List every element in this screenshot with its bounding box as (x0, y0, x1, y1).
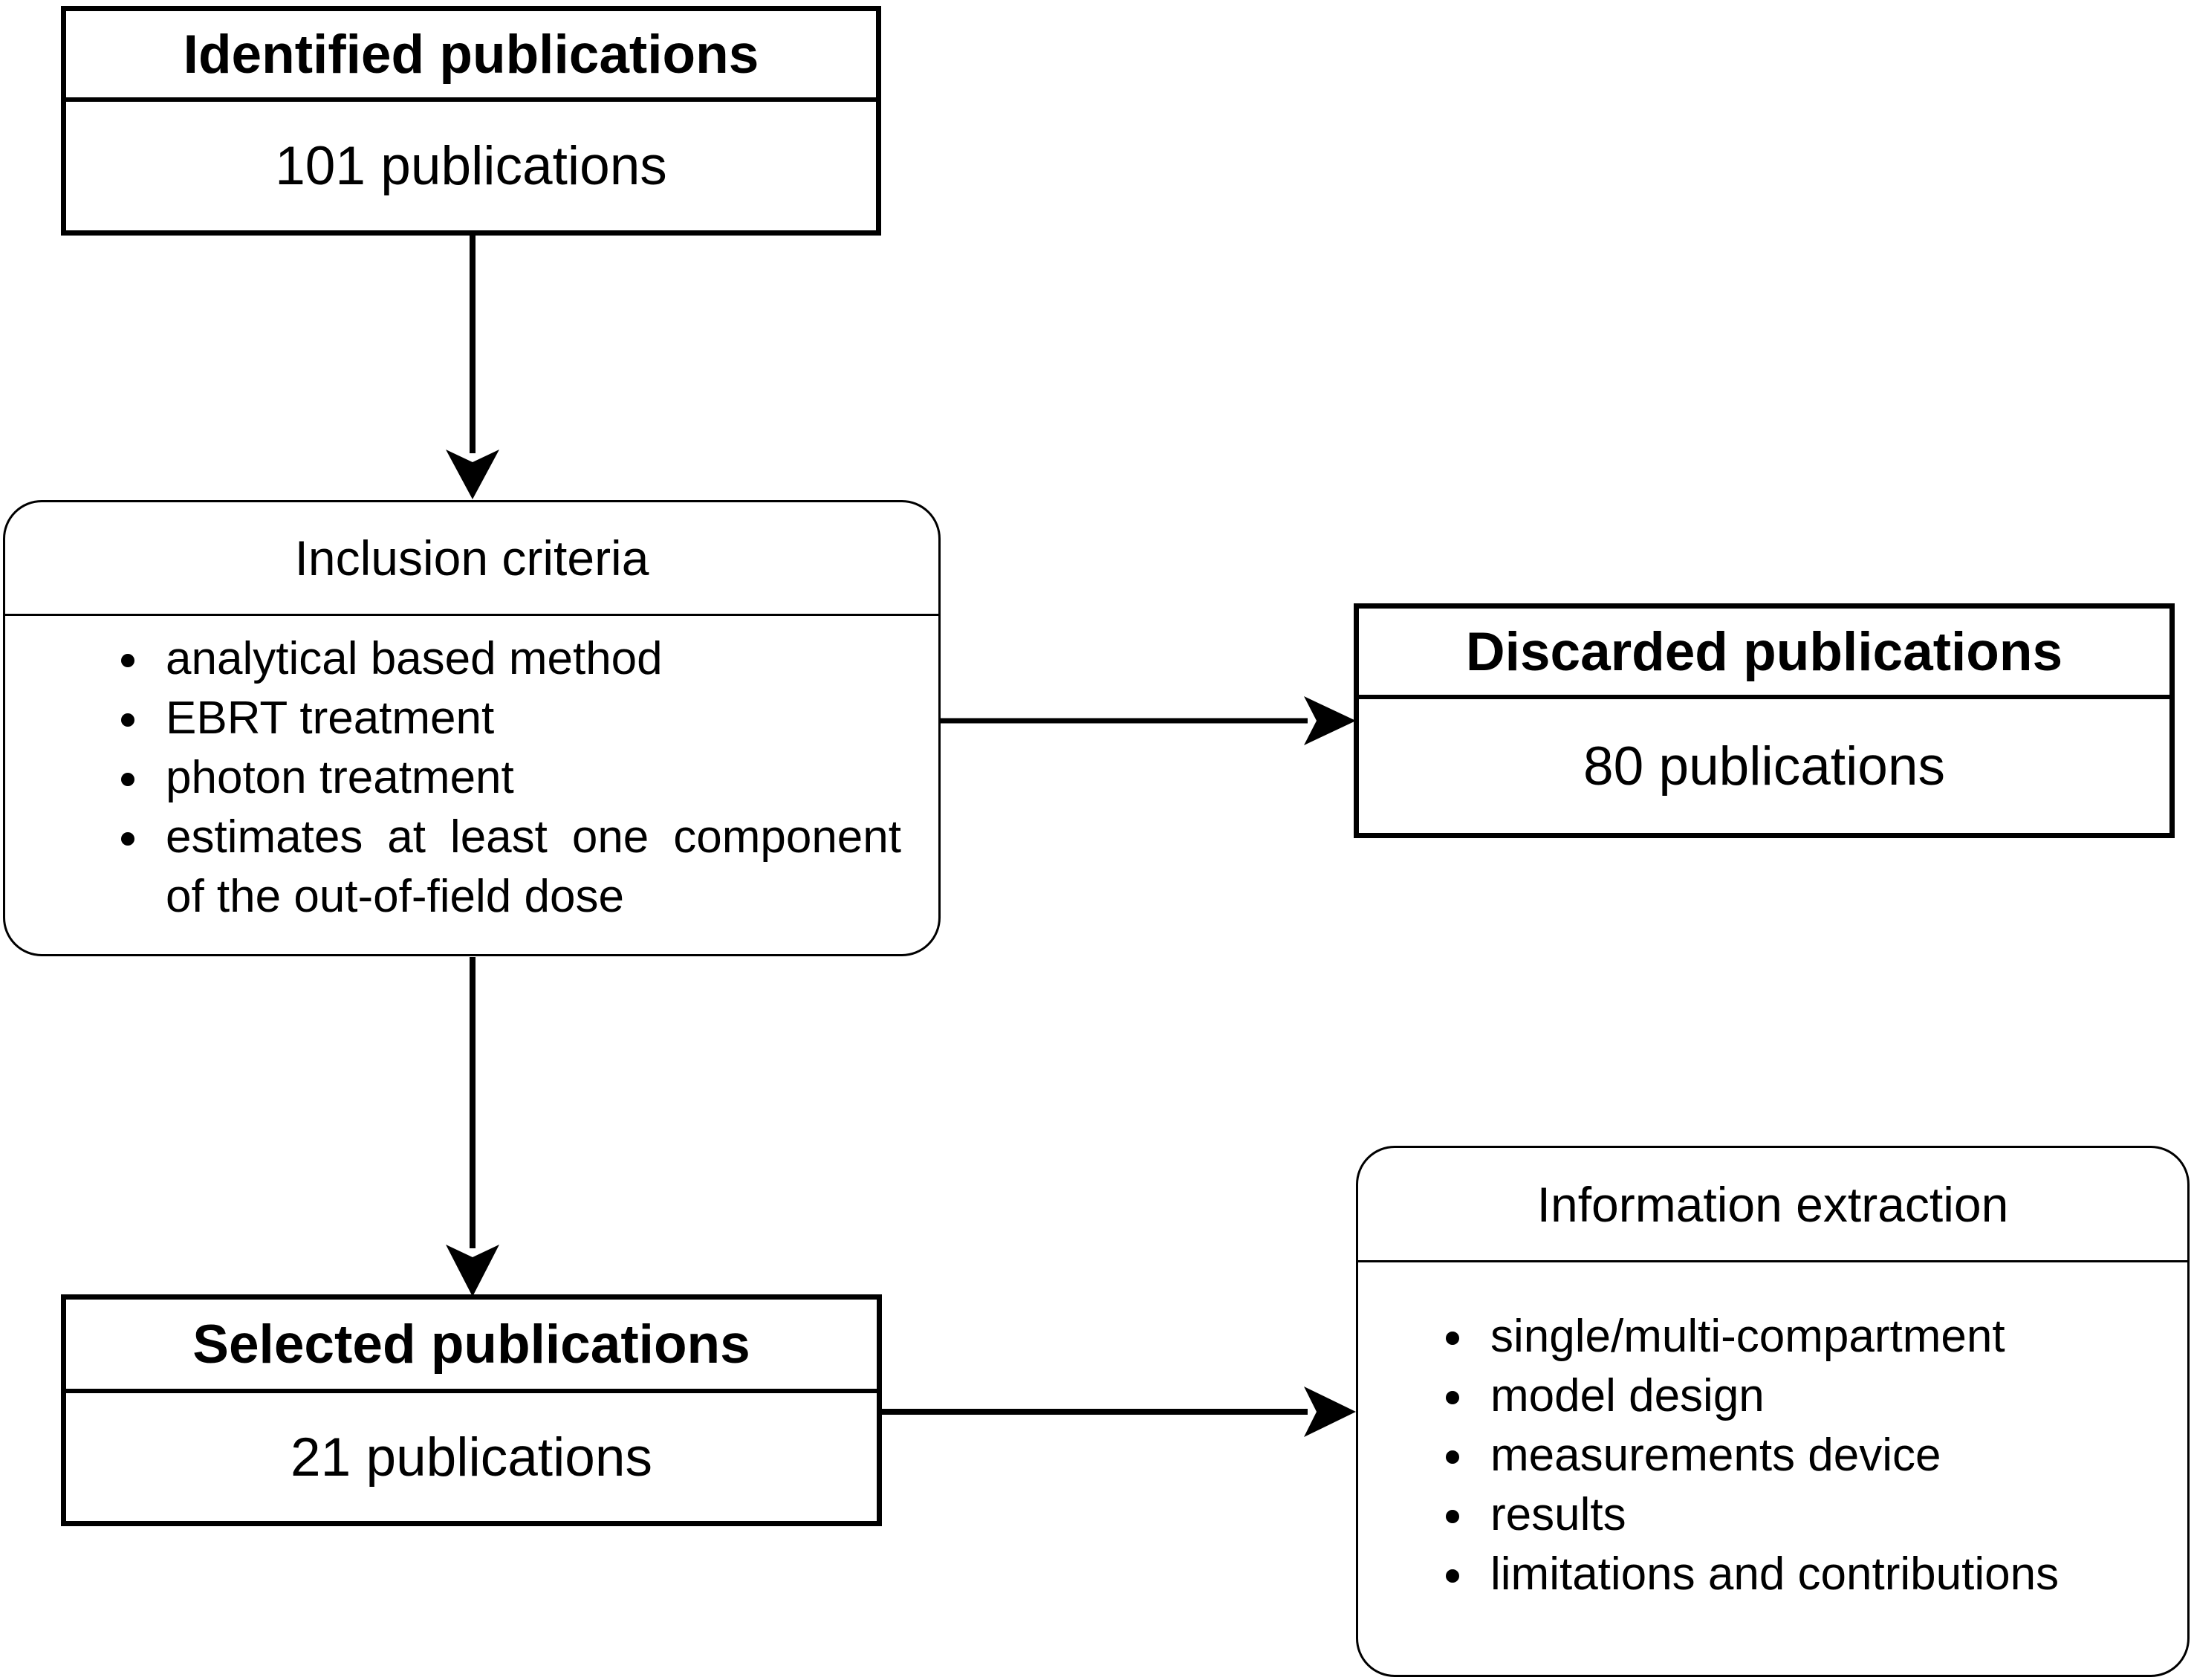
extraction-item: model design (1434, 1366, 2172, 1426)
inclusion-criterion: estimates at least one component of the … (109, 808, 916, 927)
arrowhead-identified-to-inclusion (446, 450, 499, 499)
inclusion-criterion: EBRT treatment (109, 689, 916, 748)
information-extraction-box: Information extraction single/multi-comp… (1356, 1146, 2190, 1677)
identified-publications-count: 101 publications (275, 136, 667, 196)
information-extraction-list: single/multi-compartment model design me… (1358, 1262, 2187, 1675)
discarded-publications-count: 80 publications (1583, 736, 1945, 797)
arrowhead-inclusion-to-discarded (1304, 696, 1356, 745)
identified-publications-box: Identified publications 101 publications (61, 6, 881, 236)
identified-publications-title: Identified publications (66, 11, 876, 102)
inclusion-criteria-box: Inclusion criteria analytical based meth… (3, 500, 941, 956)
arrowhead-selected-to-extraction (1304, 1387, 1356, 1437)
inclusion-criterion: photon treatment (109, 748, 916, 808)
inclusion-criteria-list: analytical based method EBRT treatment p… (5, 616, 938, 954)
discarded-publications-title: Discarded publications (1359, 609, 2169, 699)
extraction-item: single/multi-compartment (1434, 1307, 2172, 1366)
selected-publications-count: 21 publications (290, 1427, 652, 1488)
selected-publications-title: Selected publications (66, 1300, 877, 1393)
information-extraction-title: Information extraction (1358, 1148, 2187, 1262)
arrowhead-inclusion-to-selected (446, 1245, 499, 1297)
discarded-publications-box: Discarded publications 80 publications (1354, 603, 2175, 838)
inclusion-criterion: analytical based method (109, 629, 916, 689)
selected-publications-box: Selected publications 21 publications (61, 1294, 882, 1526)
extraction-item: measurements device (1434, 1426, 2172, 1485)
inclusion-criteria-title: Inclusion criteria (5, 502, 938, 616)
extraction-item: limitations and contributions (1434, 1545, 2172, 1604)
extraction-item: results (1434, 1485, 2172, 1545)
